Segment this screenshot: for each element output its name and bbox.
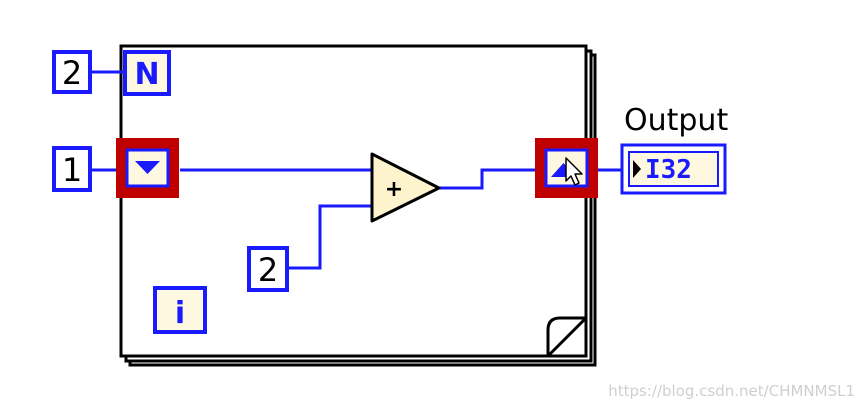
count-terminal-label: N (134, 57, 159, 92)
wire-add-to-shift (440, 168, 538, 190)
iteration-terminal-label: i (175, 296, 185, 331)
shift-register-left[interactable] (116, 138, 179, 198)
down-triangle-icon (135, 161, 160, 174)
add-node[interactable]: + (370, 152, 441, 223)
output-indicator-type: I32 (645, 155, 692, 185)
indicator-arrow-icon (633, 160, 641, 178)
watermark: https://blog.csdn.net/CHMNMSL1 (608, 382, 855, 400)
wire-const-to-add (288, 204, 372, 270)
output-indicator[interactable]: I32 (620, 143, 727, 195)
iteration-terminal[interactable]: i (153, 286, 207, 334)
count-constant[interactable]: 2 (52, 50, 92, 94)
shift-register-right[interactable] (535, 138, 598, 198)
add-operator: + (385, 177, 403, 202)
mouse-cursor-icon (565, 157, 583, 186)
page-corner-fold (544, 314, 588, 358)
wires (91, 70, 622, 270)
output-label: Output (624, 103, 728, 138)
add-constant[interactable]: 2 (247, 246, 289, 292)
count-terminal[interactable]: N (123, 50, 171, 96)
count-constant-value: 2 (62, 54, 82, 92)
add-constant-value: 2 (258, 251, 278, 289)
initial-constant-value: 1 (62, 151, 82, 189)
initial-constant[interactable]: 1 (52, 146, 92, 192)
